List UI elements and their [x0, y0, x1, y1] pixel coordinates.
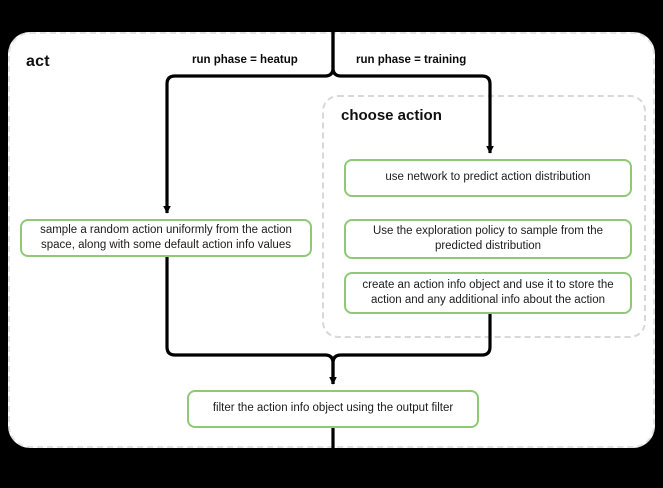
node-sample-random-action[interactable]: sample a random action uniformly from th… [20, 219, 312, 257]
node-filter-action-info[interactable]: filter the action info object using the … [187, 390, 479, 428]
edge-label-heatup: run phase = heatup [192, 54, 298, 66]
node-exploration-policy[interactable]: Use the exploration policy to sample fro… [344, 219, 632, 259]
act-container-title: act [26, 53, 50, 70]
edge-label-training: run phase = training [356, 54, 467, 66]
node-create-action-info[interactable]: create an action info object and use it … [344, 272, 632, 314]
node-use-network-predict[interactable]: use network to predict action distributi… [344, 159, 632, 197]
choose-action-container-title: choose action [341, 107, 442, 124]
